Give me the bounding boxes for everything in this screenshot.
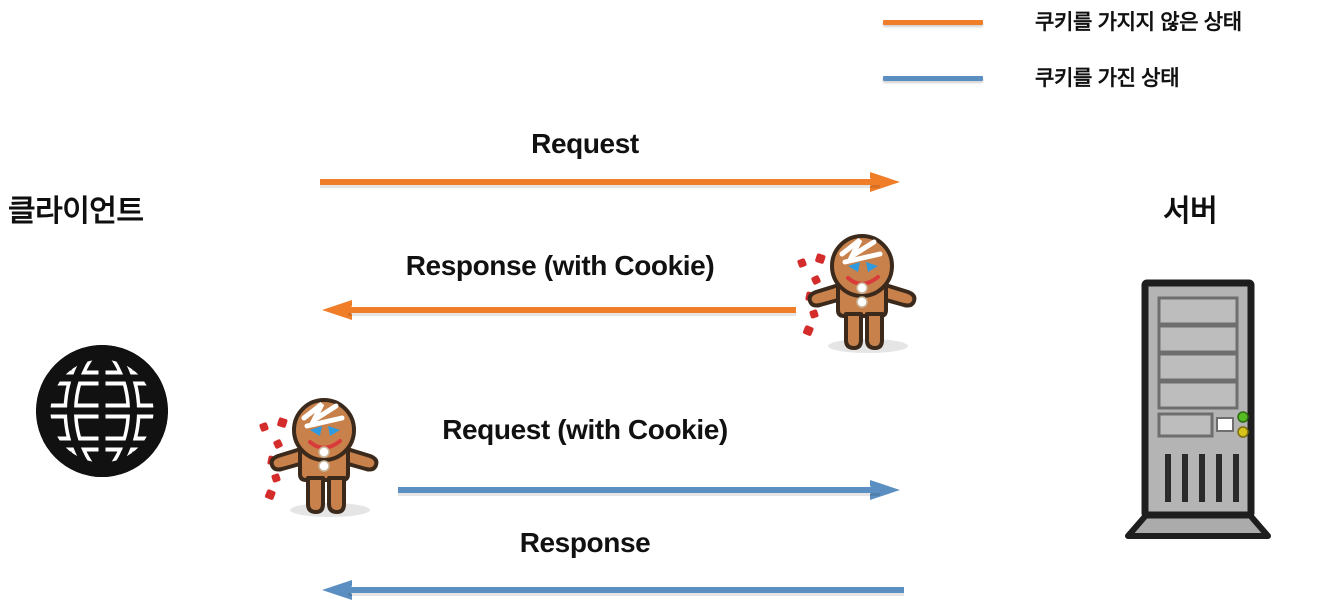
message-label-request: Request [531, 128, 639, 159]
legend-label-with-cookie: 쿠키를 가진 상태 [1035, 67, 1180, 90]
client-label: 클라이언트 [8, 195, 144, 228]
arrow-request-with-cookie-blue [396, 476, 906, 506]
arrow-response-with-cookie-orange [318, 296, 798, 326]
arrow-response-blue [318, 576, 906, 606]
message-label-response: Response [519, 527, 651, 558]
cookie-character-client-side [252, 396, 388, 520]
legend-label-no-cookie: 쿠키를 가지지 않은 상태 [1035, 11, 1242, 34]
server-label: 서버 [1163, 195, 1218, 228]
legend: 쿠키를 가지지 않은 상태 쿠키를 가진 상태 [0, 0, 1320, 100]
globe-icon [36, 345, 168, 477]
message-label-response-with-cookie: Response (with Cookie) [405, 250, 715, 281]
server-tower-icon [1118, 278, 1278, 546]
arrow-request-orange [318, 168, 906, 198]
legend-swatch-with-cookie [883, 76, 983, 81]
message-label-request-with-cookie: Request (with Cookie) [442, 414, 728, 445]
cookie-character-server-side [790, 232, 926, 356]
legend-swatch-no-cookie [883, 20, 983, 25]
